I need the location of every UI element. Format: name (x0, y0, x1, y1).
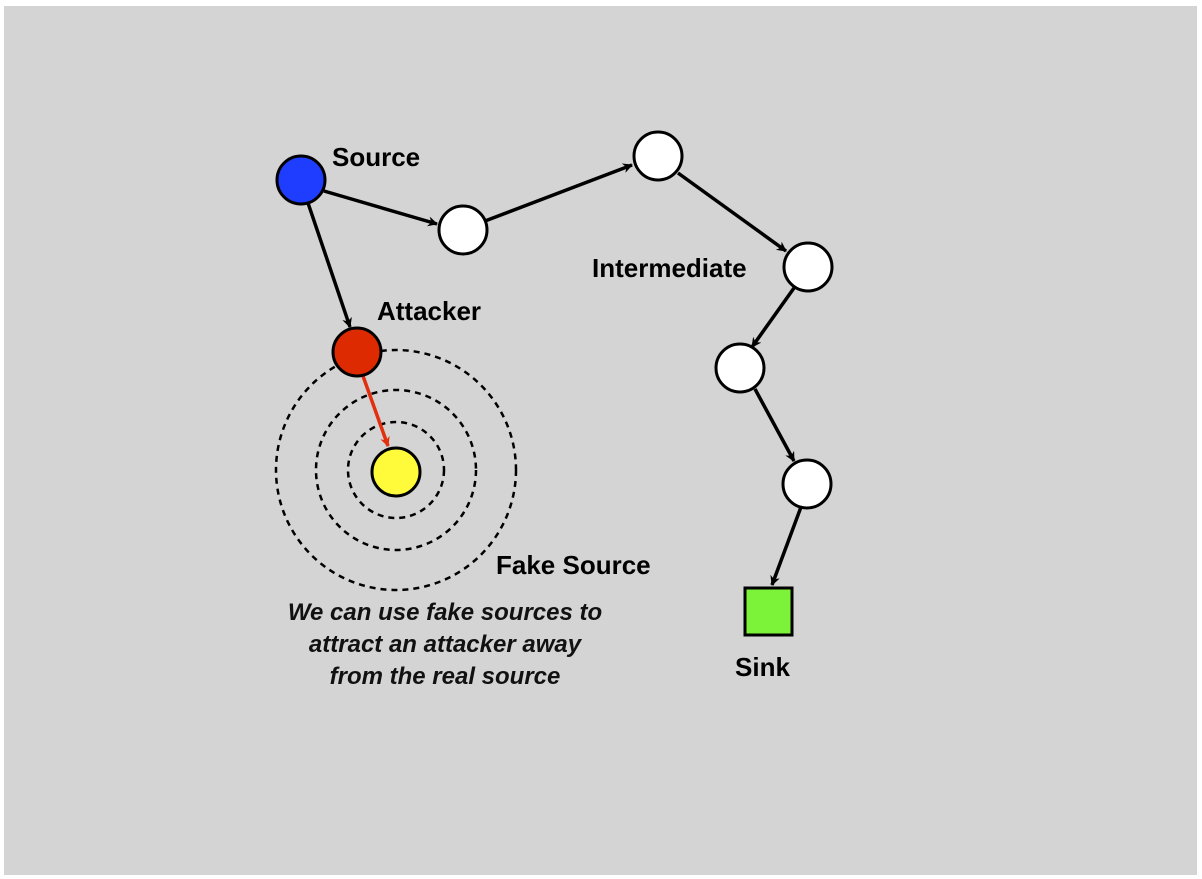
source-node (275, 154, 327, 206)
edge-node4-to-node5 (753, 388, 796, 462)
edge-node2-to-intermediate (676, 171, 788, 253)
attacker-label: Attacker (377, 296, 481, 326)
note-line-3: from the real source (330, 663, 561, 690)
attacker-node (331, 326, 383, 378)
edge-source-to-node1 (323, 189, 438, 227)
node-5 (781, 458, 833, 510)
node-1 (437, 204, 489, 256)
sink-label: Sink (735, 652, 790, 682)
nodes (275, 130, 834, 637)
note-line-1: We can use fake sources to (288, 599, 602, 626)
ring-inner (346, 420, 446, 520)
ring-middle (314, 388, 478, 552)
explanation-note: We can use fake sources to attract an at… (288, 599, 602, 690)
node-2 (632, 130, 684, 182)
source-label: Source (332, 142, 420, 172)
fake-source-node (370, 446, 422, 498)
edges (306, 163, 803, 586)
edge-intermediate-to-node4 (750, 286, 796, 349)
diagram-background (4, 6, 1197, 875)
edge-source-to-attacker (306, 202, 352, 328)
fake-source-rings (274, 348, 518, 592)
intermediate-label: Intermediate (592, 253, 747, 283)
edge-node1-to-node2 (484, 163, 633, 223)
note-line-2: attract an attacker away (309, 631, 583, 658)
edge-node5-to-sink (770, 506, 803, 586)
node-4 (714, 342, 766, 394)
ring-outer (274, 348, 518, 592)
intermediate-node (782, 241, 834, 293)
fake-source-label: Fake Source (496, 550, 651, 580)
edge-attacker-to-fake-source (361, 375, 390, 447)
sink-node (743, 586, 794, 637)
